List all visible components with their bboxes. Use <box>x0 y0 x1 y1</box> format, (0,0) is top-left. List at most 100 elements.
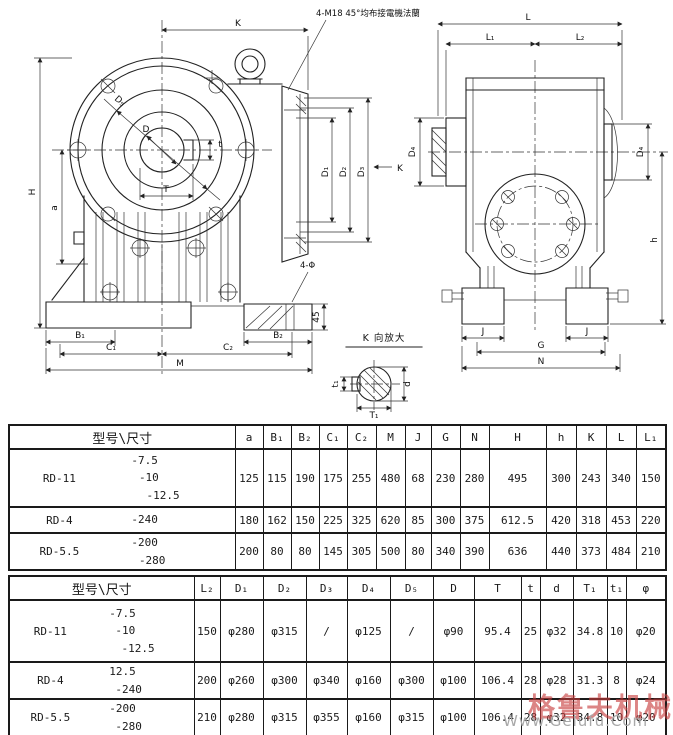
dim-label-L: L <box>525 13 530 23</box>
detail-view: K 向放大 t₁ T₁ d <box>331 332 423 420</box>
ratio-value: -10 <box>138 471 159 485</box>
col-header: B₁ <box>262 424 292 450</box>
col-header: h <box>545 424 577 450</box>
dim-value: 34.8 <box>572 698 608 735</box>
dim-value: 636 <box>488 531 547 571</box>
dim-value: 225 <box>318 506 348 534</box>
col-header: D₄ <box>346 575 391 601</box>
dim-value: 150 <box>193 599 221 663</box>
dim-label-D5: D₅ <box>112 94 127 109</box>
dim-value: 31.3 <box>572 660 608 700</box>
technical-drawing: D₅ D t T <box>28 8 668 420</box>
dim-value: φ160 <box>346 698 391 735</box>
ratio-value: -7.5 <box>109 606 136 620</box>
anchor-bolts <box>441 289 629 303</box>
dim-value: 80 <box>262 531 292 571</box>
dim-value: 95.4 <box>473 599 522 663</box>
dim-label-C1: C₁ <box>106 343 116 353</box>
body-bolts <box>100 238 238 302</box>
k-view-label: K <box>397 164 404 174</box>
dim-value: 28 <box>520 660 541 700</box>
dim-value: 612.5 <box>488 506 547 534</box>
cooling-fins <box>95 212 229 302</box>
dim-B2: B₂ <box>243 331 313 374</box>
dim-value: φ340 <box>305 660 348 700</box>
ratio-value: -12.5 <box>146 488 180 502</box>
dim-label-h: h <box>650 237 660 243</box>
dim-label-d: d <box>403 381 413 387</box>
dim-value: 106.4 <box>473 698 522 735</box>
dim-label-B2: B₂ <box>273 331 283 341</box>
dim-label-M: M <box>176 359 184 369</box>
dim-value: 145 <box>318 531 348 571</box>
col-header: M <box>375 424 406 450</box>
dim-label-45: 45 <box>312 311 322 322</box>
col-header: K <box>575 424 607 450</box>
col-header: a <box>234 424 264 450</box>
dim-K: K <box>161 19 309 90</box>
dim-label-D: D <box>143 125 150 135</box>
col-header: C₁ <box>318 424 348 450</box>
col-header: D₂ <box>262 575 307 601</box>
dim-value: 80 <box>404 531 432 571</box>
face-bolt-holes <box>67 78 257 222</box>
dim-value: 373 <box>575 531 607 571</box>
dim-value: 34.8 <box>572 599 608 663</box>
dim-value: 340 <box>430 531 461 571</box>
dim-label-T: T <box>162 185 169 195</box>
dim-M: M <box>45 348 313 374</box>
ratio-value: -7.5 <box>131 453 158 467</box>
dim-L1-L2: L₁ L₂ <box>445 33 623 116</box>
dim-value: 25 <box>520 599 541 663</box>
dim-label-J-right: J <box>585 327 589 337</box>
col-header: t₁ <box>606 575 627 601</box>
dim-value: φ32 <box>539 599 574 663</box>
dim-value: 318 <box>575 506 607 534</box>
dim-value: 28 <box>520 698 541 735</box>
col-header-model: 型号\尺寸 <box>8 424 236 450</box>
dim-C2: C₂ <box>161 332 293 358</box>
dim-value: 200 <box>234 531 264 571</box>
dim-value: φ355 <box>305 698 348 735</box>
output-boss <box>603 107 618 199</box>
dim-label-J-left: J <box>481 327 485 337</box>
model-name: RD-5.5 <box>39 545 80 559</box>
dim-D1: D₁ <box>296 117 336 223</box>
col-header: φ <box>625 575 667 601</box>
dim-value: φ260 <box>219 660 264 700</box>
dim-45: 45 <box>312 303 328 331</box>
ratio-value: -10 <box>115 624 136 638</box>
dim-label-D1: D₁ <box>321 166 331 177</box>
dim-value: φ100 <box>432 660 475 700</box>
dim-value: 480 <box>375 448 406 508</box>
dim-value: 125 <box>234 448 264 508</box>
dim-D4-left: D₄ <box>408 117 444 187</box>
dim-label-K: K <box>235 19 242 29</box>
output-flange-circle <box>484 173 586 275</box>
motor-flange-profile <box>281 85 309 263</box>
dim-value: 200 <box>193 660 221 700</box>
dim-value: φ160 <box>346 660 391 700</box>
ratio-value: -12.5 <box>121 641 155 655</box>
col-header: G <box>430 424 461 450</box>
holes-note: 4-Φ <box>291 261 315 303</box>
dim-label-D4-right: D₄ <box>636 146 646 157</box>
dim-value: 210 <box>193 698 221 735</box>
dim-G: G <box>476 341 606 356</box>
col-header: B₂ <box>290 424 320 450</box>
dim-J-left: J <box>461 326 505 342</box>
dim-label-t1: t₁ <box>331 380 341 388</box>
dim-value: 175 <box>318 448 348 508</box>
dim-value: φ24 <box>625 660 667 700</box>
model-name: RD-11 <box>33 624 67 638</box>
shaft-section-hatch <box>357 367 391 401</box>
model-name: RD-11 <box>42 471 76 485</box>
side-view: D₄ D₄ h L L₁ L₂ <box>408 13 668 372</box>
col-header: L₁ <box>635 424 667 450</box>
